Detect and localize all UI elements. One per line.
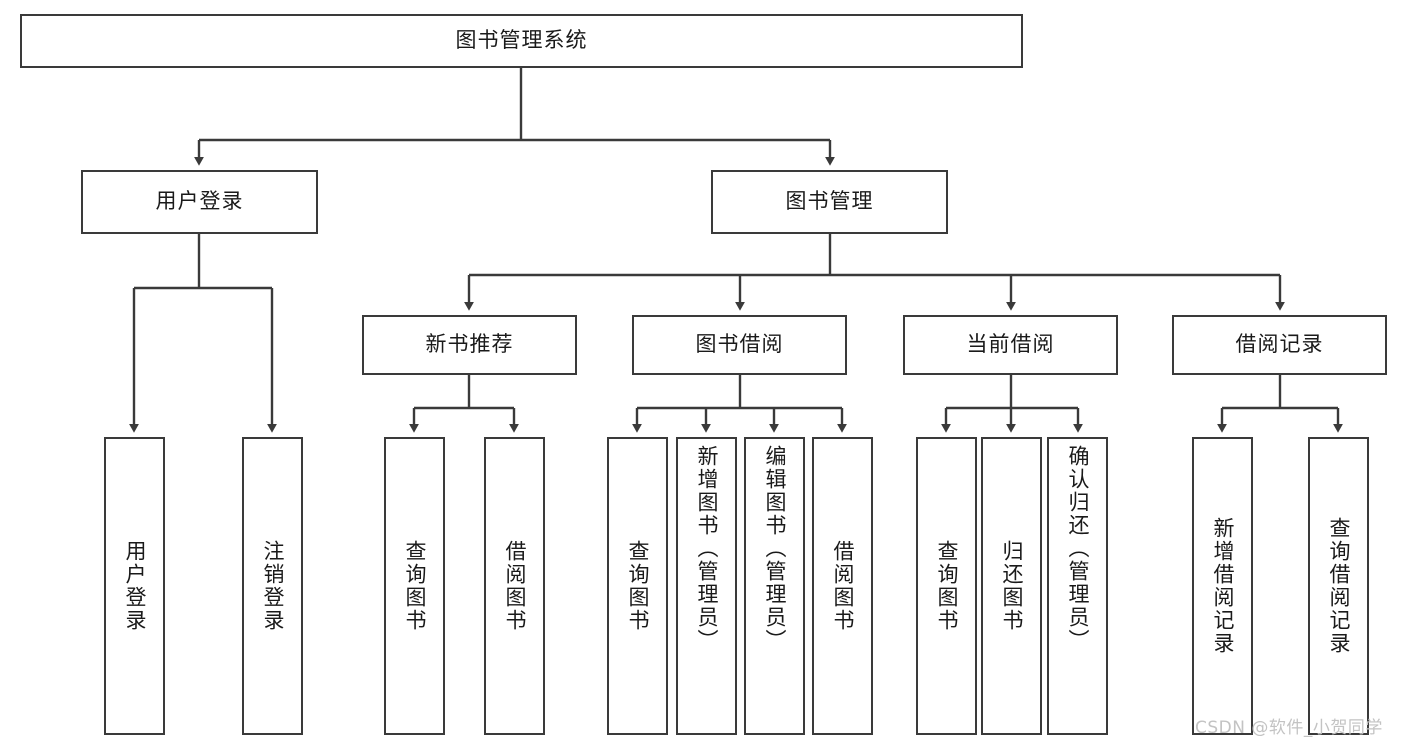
node-label: 用户登录 [155,189,244,214]
node-label: 图书管理系统 [455,28,588,53]
node-borrow-record[interactable]: 借阅记录 [1172,315,1387,375]
node-label: 查询借阅记录 [1326,517,1351,655]
leaf-query-book-1[interactable]: 查询图书 [384,437,445,735]
leaf-borrow-book-2[interactable]: 借阅图书 [812,437,873,735]
leaf-query-book-3[interactable]: 查询图书 [916,437,977,735]
leaf-confirm-return[interactable]: 确认归还（管理员） [1047,437,1108,735]
leaf-user-logout[interactable]: 注销登录 [242,437,303,735]
node-label: 新增借阅记录 [1210,517,1235,655]
node-label: 查询图书 [934,540,959,632]
node-label: 查询图书 [402,540,427,632]
leaf-query-book-2[interactable]: 查询图书 [607,437,668,735]
node-label: 图书管理 [785,189,874,214]
node-label: 借阅图书 [502,540,527,632]
leaf-return-book[interactable]: 归还图书 [981,437,1042,735]
node-label: 确认归还（管理员） [1065,445,1090,652]
leaf-borrow-book-1[interactable]: 借阅图书 [484,437,545,735]
node-label: 借阅记录 [1235,332,1324,357]
leaf-query-record[interactable]: 查询借阅记录 [1308,437,1369,735]
node-label: 查询图书 [625,540,650,632]
node-label: 注销登录 [260,540,285,632]
node-label: 新书推荐 [425,332,514,357]
leaf-add-record[interactable]: 新增借阅记录 [1192,437,1253,735]
node-label: 归还图书 [999,540,1024,632]
node-book-manage[interactable]: 图书管理 [711,170,948,234]
node-label: 用户登录 [122,540,147,632]
node-current-borrow[interactable]: 当前借阅 [903,315,1118,375]
leaf-add-book[interactable]: 新增图书（管理员） [676,437,737,735]
node-user-login[interactable]: 用户登录 [81,170,318,234]
leaf-user-login[interactable]: 用户登录 [104,437,165,735]
node-label: 编辑图书（管理员） [762,445,787,652]
node-label: 借阅图书 [830,540,855,632]
node-label: 当前借阅 [966,332,1055,357]
node-label: 图书借阅 [695,332,784,357]
leaf-edit-book[interactable]: 编辑图书（管理员） [744,437,805,735]
watermark: CSDN @软件_小贺同学 [1195,718,1383,738]
node-book-borrow[interactable]: 图书借阅 [632,315,847,375]
node-label: 新增图书（管理员） [694,445,719,652]
node-root-system[interactable]: 图书管理系统 [20,14,1023,68]
node-new-book-rec[interactable]: 新书推荐 [362,315,577,375]
